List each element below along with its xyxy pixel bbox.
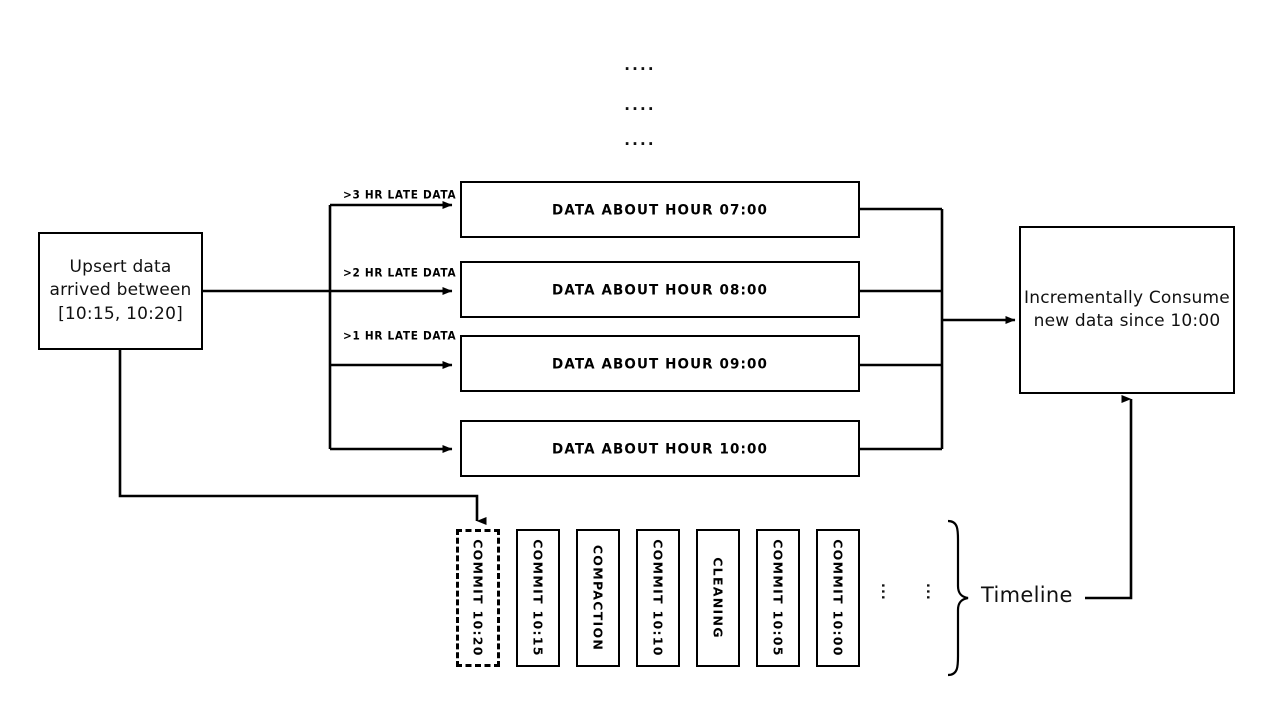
timeline-instant-commit-1020[interactable]: COMMIT 10:20: [456, 529, 500, 667]
top-ellipsis-row-1: ....: [624, 56, 656, 74]
branch-label-3hr-late: >3 HR LATE DATA: [343, 188, 457, 202]
timeline-instant-label: COMPACTION: [590, 544, 606, 652]
timeline-ellipsis-1: ...: [878, 583, 893, 601]
timeline-instant-label: CLEANING: [710, 557, 726, 639]
file-group-label-hour-08: DATA ABOUT HOUR 08:00: [552, 280, 768, 299]
branch-label-2hr-late: >2 HR LATE DATA: [343, 266, 457, 280]
branch-label-1hr-late: >1 HR LATE DATA: [343, 329, 457, 343]
file-group-label-hour-07: DATA ABOUT HOUR 07:00: [552, 200, 768, 219]
file-group-label-hour-09: DATA ABOUT HOUR 09:00: [552, 354, 768, 373]
timeline-instant-commit-1000[interactable]: COMMIT 10:00: [816, 529, 860, 667]
file-group-label-hour-10: DATA ABOUT HOUR 10:00: [552, 439, 768, 458]
timeline-instant-compaction[interactable]: COMPACTION: [576, 529, 620, 667]
incremental-consume-box[interactable]: Incrementally Consume new data since 10:…: [1019, 226, 1235, 394]
timeline-instant-label: COMMIT 10:00: [830, 539, 846, 657]
timeline-instant-label: COMMIT 10:20: [470, 539, 486, 657]
file-group-box-hour-10[interactable]: DATA ABOUT HOUR 10:00: [460, 420, 860, 477]
timeline-instant-label: COMMIT 10:15: [530, 539, 546, 657]
timeline-ellipsis-2: ...: [923, 583, 938, 601]
incremental-consume-text: Incrementally Consume new data since 10:…: [1024, 287, 1230, 334]
timeline-instant-commit-1015[interactable]: COMMIT 10:15: [516, 529, 560, 667]
file-group-box-hour-08[interactable]: DATA ABOUT HOUR 08:00: [460, 261, 860, 318]
upsert-line-2: arrived between: [49, 280, 192, 301]
top-ellipsis-row-2: ....: [624, 96, 656, 114]
timeline-instant-cleaning[interactable]: CLEANING: [696, 529, 740, 667]
upsert-line-3: [10:15, 10:20]: [58, 303, 183, 324]
consume-line-1: Incrementally Consume: [1024, 287, 1230, 308]
upsert-source-box[interactable]: Upsert data arrived between [10:15, 10:2…: [38, 232, 203, 350]
upsert-line-1: Upsert data: [69, 256, 172, 277]
timeline-caption: Timeline: [981, 583, 1073, 607]
top-ellipsis-row-3: ....: [624, 131, 656, 149]
timeline-instant-commit-1005[interactable]: COMMIT 10:05: [756, 529, 800, 667]
upsert-source-text: Upsert data arrived between [10:15, 10:2…: [49, 256, 191, 326]
timeline-instant-label: COMMIT 10:10: [650, 539, 666, 657]
timeline-instant-commit-1010[interactable]: COMMIT 10:10: [636, 529, 680, 667]
consume-line-2: new data since 10:00: [1033, 311, 1221, 331]
timeline-instant-label: COMMIT 10:05: [770, 539, 786, 657]
file-group-box-hour-09[interactable]: DATA ABOUT HOUR 09:00: [460, 335, 860, 392]
file-group-box-hour-07[interactable]: DATA ABOUT HOUR 07:00: [460, 181, 860, 238]
